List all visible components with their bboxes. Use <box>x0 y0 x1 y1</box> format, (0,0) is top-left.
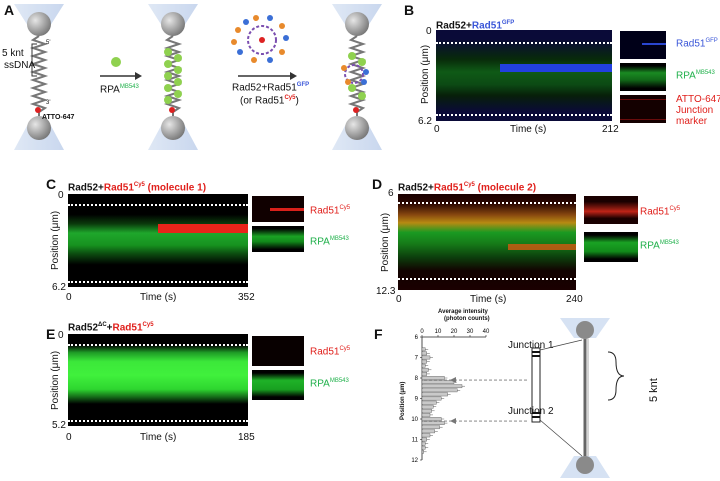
panel-c-x-right: 352 <box>238 292 255 303</box>
x-tick-label: 0 <box>420 329 424 335</box>
junction-1-label: Junction 1 <box>508 340 554 351</box>
junction-2-arrowhead <box>450 418 456 425</box>
panel-d-side-rad51 <box>584 196 638 224</box>
panel-b-y-top: 0 <box>426 26 432 37</box>
junction-dots-top <box>436 42 612 44</box>
panel-e-letter: E <box>46 326 56 342</box>
panel-b-title: Rad52+Rad51GFP <box>436 20 515 32</box>
junction-dots-top <box>68 204 248 206</box>
panel-e-side2-label: RPAMB543 <box>310 378 349 390</box>
panel-b-x-label: Time (s) <box>510 124 547 135</box>
panel-c-side2-label: RPAMB543 <box>310 236 349 248</box>
y-tick-label: 12 <box>411 458 418 464</box>
panel-c-side-rad51 <box>252 196 304 222</box>
junction-dots-bottom <box>68 281 248 283</box>
junction-dots-bottom <box>436 114 612 116</box>
panel-e-x-label: Time (s) <box>140 432 177 443</box>
panel-e-title: Rad52ΔC+Rad51Cy5 <box>68 322 154 334</box>
panel-b-side3-label: ATTO-647 Junction marker <box>676 94 720 127</box>
junction-dots-bottom <box>398 278 576 280</box>
panel-d-title: Rad52+Rad51Cy5 (molecule 2) <box>398 182 537 194</box>
junction-dots-top <box>68 344 248 346</box>
panel-d-x-left: 0 <box>396 294 402 305</box>
junction-1-arrowhead <box>450 377 456 384</box>
panel-e-kymograph <box>68 334 248 426</box>
panel-b-x-right: 212 <box>602 124 619 135</box>
panel-b-side-atto <box>620 95 666 123</box>
ssdna-label-line1: 5 knt <box>2 48 24 59</box>
panel-b-side2-label: RPAMB543 <box>676 70 715 82</box>
panel-e-x-left: 0 <box>66 432 72 443</box>
panel-c-kymograph <box>68 194 248 287</box>
panel-d-y-top: 6 <box>388 188 394 199</box>
rad-reagent-label-line2: (or Rad51Cy5) <box>240 95 299 107</box>
panel-e-y-top: 0 <box>58 330 64 341</box>
panel-c-side1-label: Rad51Cy5 <box>310 205 351 217</box>
y-tick-label: 9 <box>415 397 419 403</box>
trap-3 <box>332 4 382 150</box>
panel-d-x-label: Time (s) <box>470 294 507 305</box>
panel-f-letter: F <box>374 326 383 342</box>
panel-c-letter: C <box>46 176 57 192</box>
panel-c-y-top: 0 <box>58 190 64 201</box>
panel-d-letter: D <box>372 176 383 192</box>
end-5-label: 5' <box>46 40 51 46</box>
y-tick-label: 8 <box>415 376 419 382</box>
rad51-gfp-signal <box>500 64 612 72</box>
junction-2-label: Junction 2 <box>508 406 554 417</box>
panel-b-side-rpa <box>620 63 666 91</box>
panel-f-x-title-1: Average intensity <box>438 309 488 315</box>
y-tick-label: 6 <box>415 335 419 341</box>
rad51-cy5-signal <box>508 244 576 250</box>
panel-b-kymograph <box>436 30 612 121</box>
rpa-reagent-label: RPAMB543 <box>100 84 139 96</box>
panel-d-x-right: 240 <box>566 294 583 305</box>
panel-a-letter: A <box>4 2 15 18</box>
panel-c-side-rpa <box>252 226 304 252</box>
panel-b-letter: B <box>404 2 415 18</box>
panel-e-y-bottom: 5.2 <box>52 420 66 431</box>
panel-d-side2-label: RPAMB543 <box>640 240 679 252</box>
panel-b-x-left: 0 <box>434 124 440 135</box>
panel-e-side-rad51 <box>252 336 304 366</box>
x-tick-label: 30 <box>467 329 474 335</box>
end-3-label: 3' <box>46 100 51 106</box>
ssdna-bracket <box>31 43 37 77</box>
panel-f-x-title-2: (photon counts) <box>444 316 490 322</box>
panel-e-side1-label: Rad51Cy5 <box>310 346 351 358</box>
panel-c-x-label: Time (s) <box>140 292 177 303</box>
panel-b-side-rad51 <box>620 31 666 59</box>
x-tick-label: 10 <box>435 329 442 335</box>
rad51-cy5-signal <box>158 224 248 233</box>
x-tick-label: 40 <box>483 329 490 335</box>
y-tick-label: 11 <box>412 438 419 444</box>
panel-d-side1-label: Rad51Cy5 <box>640 206 681 218</box>
panel-e-side-rpa <box>252 370 304 400</box>
panel-c-y-bottom: 6.2 <box>52 282 66 293</box>
atto-label: ATTO-647 <box>42 114 75 121</box>
y-tick-label: 10 <box>411 417 418 423</box>
junction-dots-bottom <box>68 420 248 422</box>
panel-b-y-bottom: 6.2 <box>418 116 432 127</box>
y-tick-label: 7 <box>415 356 419 362</box>
panel-d-kymograph <box>398 194 576 290</box>
junction-dots-top <box>398 202 576 204</box>
panel-d-y-bottom: 12.3 <box>376 286 396 297</box>
trap-2 <box>148 4 198 150</box>
ssdna-label-line2: ssDNA <box>4 60 36 71</box>
panel-c-x-left: 0 <box>66 292 72 303</box>
panel-c-title: Rad52+Rad51Cy5 (molecule 1) <box>68 182 207 194</box>
panel-a-schematic <box>14 4 382 150</box>
panel-e-x-right: 185 <box>238 432 255 443</box>
trap-1 <box>14 4 64 150</box>
protein-cloud <box>231 15 289 63</box>
x-tick-label: 20 <box>451 329 458 335</box>
rad-reagent-label-line1: Rad52+Rad51GFP <box>232 82 310 94</box>
panel-b-side1-label: Rad51GFP <box>676 38 718 50</box>
panel-d-side-rpa <box>584 232 638 262</box>
